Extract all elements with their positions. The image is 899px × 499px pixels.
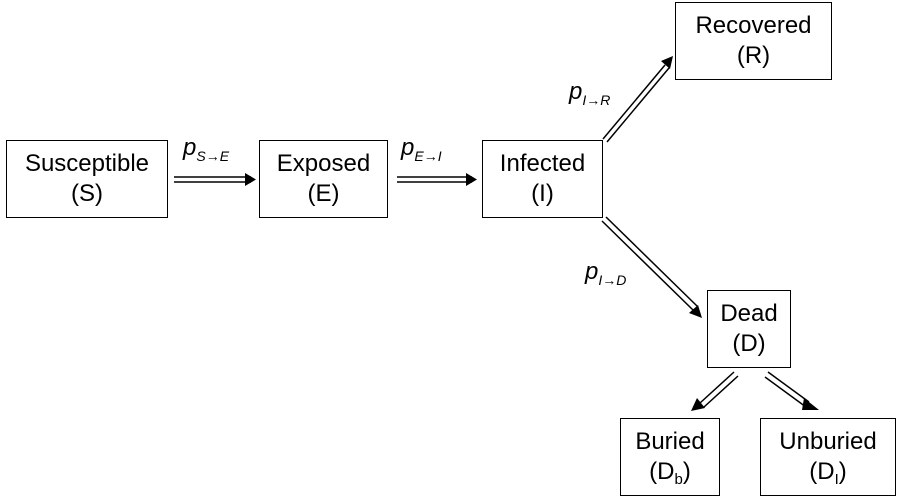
node-exposed: Exposed (E): [259, 140, 388, 218]
node-abbr: (S): [70, 180, 103, 207]
node-abbr: (DI): [809, 458, 847, 488]
edge-i-to-d: [601, 216, 702, 318]
node-infected: Infected (I): [482, 140, 603, 218]
edge-label-i-to-r: pI→R: [569, 78, 611, 108]
edge-d-to-b: [691, 371, 739, 411]
node-susceptible: Susceptible (S): [6, 140, 168, 218]
node-label: Buried: [635, 428, 705, 455]
node-label: Unburied: [779, 428, 877, 455]
node-label: Infected: [499, 150, 586, 177]
node-recovered: Recovered (R): [675, 2, 832, 80]
edge-label-i-to-d: pI→D: [585, 258, 627, 288]
node-dead: Dead (D): [707, 290, 791, 368]
node-buried: Buried (Db): [620, 418, 720, 496]
node-abbr: (R): [736, 42, 771, 69]
edge-e-to-i: [397, 173, 477, 186]
edge-label-s-to-e: pS→E: [183, 134, 230, 164]
edge-i-to-r: [602, 56, 673, 143]
node-abbr: (D): [732, 330, 766, 357]
node-unburied: Unburied (DI): [760, 418, 896, 496]
edge-s-to-e: [174, 173, 256, 186]
node-abbr: (I): [531, 180, 554, 207]
node-label: Recovered: [695, 12, 812, 39]
node-abbr: (Db): [649, 458, 691, 488]
node-label: Susceptible: [24, 150, 150, 177]
edge-d-to-u: [764, 371, 819, 410]
node-label: Dead: [720, 300, 778, 327]
node-abbr: (E): [307, 180, 340, 207]
edge-label-e-to-i: pE→I: [401, 134, 442, 164]
node-label: Exposed: [276, 150, 371, 177]
